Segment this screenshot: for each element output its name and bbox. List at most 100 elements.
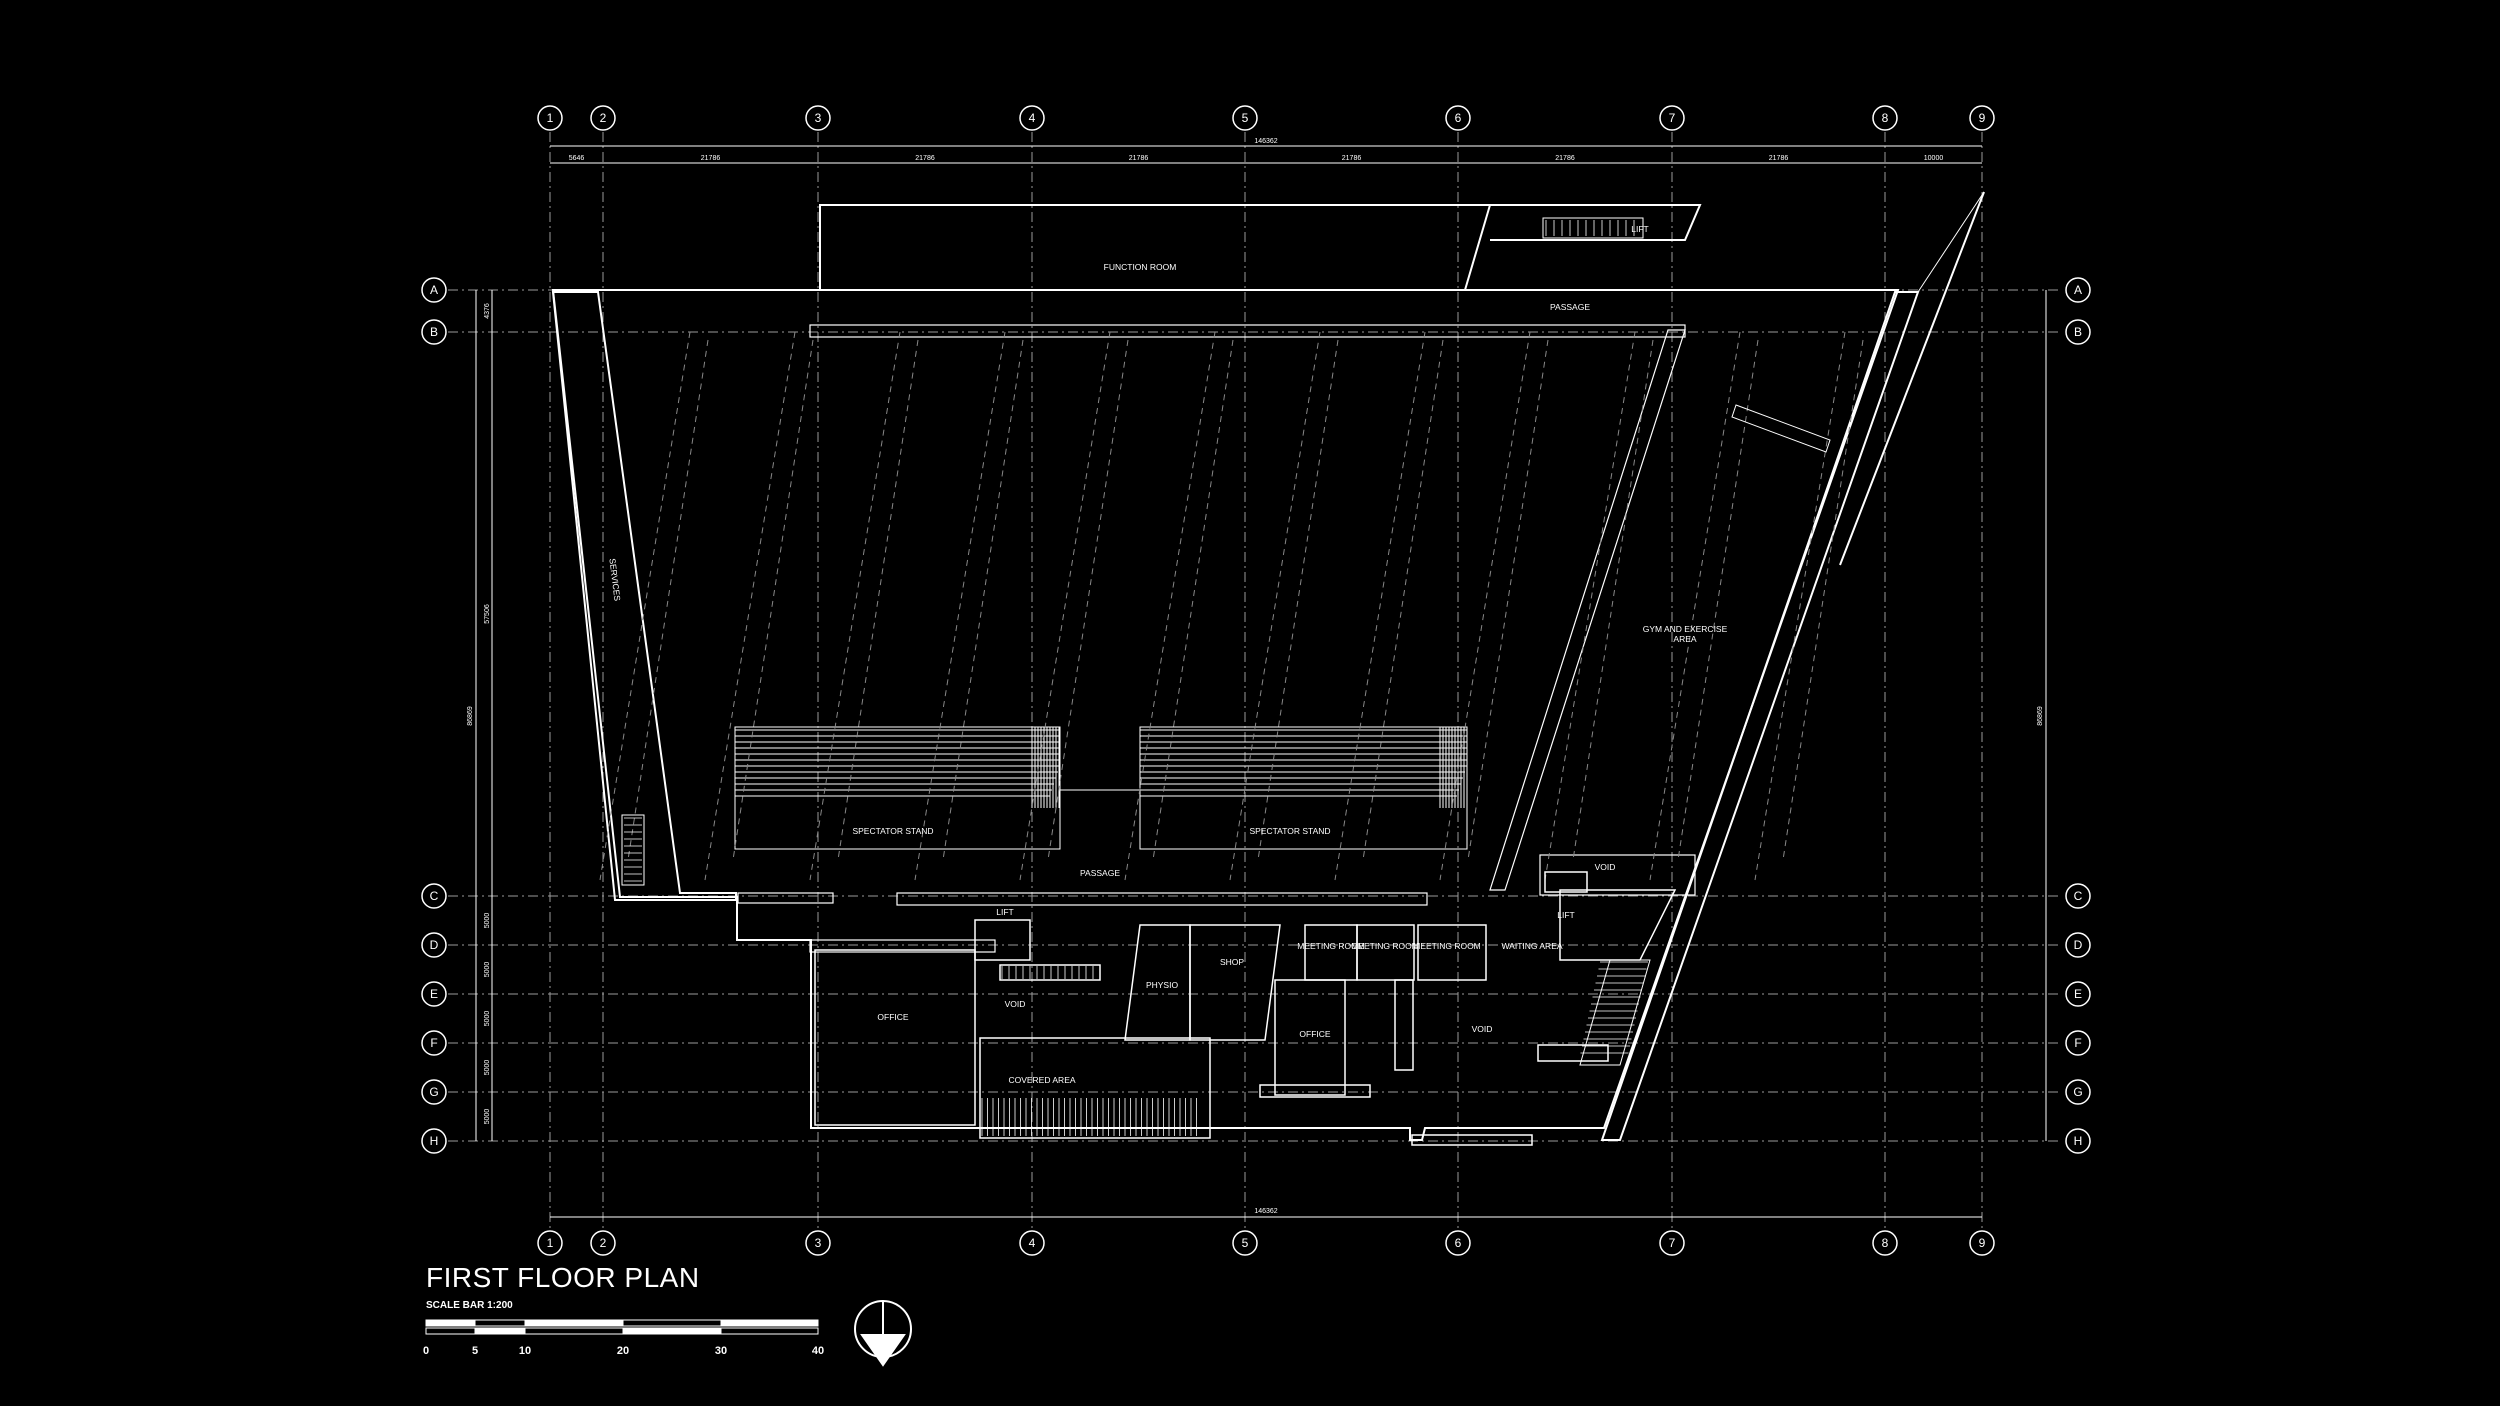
label-covered: COVERED AREA: [1008, 1075, 1075, 1085]
dim-col-spacing: 21786: [915, 155, 935, 162]
grid-bubble-row-C: [421, 883, 447, 909]
grid-label-col-9: 9: [1979, 1236, 1986, 1250]
spectator-stand-right: [1139, 726, 1468, 850]
grid-label-row-G: G: [429, 1085, 438, 1099]
grid-bubble-col-7: [1659, 1230, 1685, 1256]
scale-tick-label: 5: [472, 1345, 478, 1357]
grid-label-row-A: A: [430, 283, 438, 297]
label-lift-left: LIFT: [996, 907, 1013, 917]
truss-line: [914, 331, 1006, 881]
grid-label-col-9: 9: [1979, 111, 1986, 125]
truss-line: [704, 331, 796, 881]
grid-label-col-3: 3: [815, 1236, 822, 1250]
grid-label-row-B: B: [430, 325, 438, 339]
dim-overall-bottom: 146362: [1254, 1208, 1277, 1215]
label-lift-right: LIFT: [1557, 910, 1574, 920]
grid-label-row-D: D: [2074, 938, 2083, 952]
label-gym: GYM AND EXERCISE: [1643, 624, 1728, 634]
grid-bubble-row-B: [421, 319, 447, 345]
scale-segment-bottom: [622, 1327, 722, 1335]
scale-segment-bottom: [524, 1327, 624, 1335]
grid-bubble-row-E: [421, 981, 447, 1007]
grid-label-col-4: 4: [1029, 111, 1036, 125]
truss-line: [1754, 331, 1846, 881]
truss-line: [1544, 331, 1636, 881]
grid-bubble-col-6: [1445, 1230, 1471, 1256]
truss-line: [1362, 339, 1444, 861]
grid-label-row-G: G: [2073, 1085, 2082, 1099]
building-outline: [551, 191, 1985, 1141]
room-labels: FUNCTION ROOM PASSAGE LIFT SERVICES GYM …: [607, 224, 1727, 1085]
grid-label-row-E: E: [2074, 987, 2082, 1001]
north-arrow: [854, 1300, 912, 1367]
dim-row-spacing: 57506: [484, 604, 491, 624]
grid-bubble-row-F: [2065, 1030, 2091, 1056]
floor-slab-edges: [737, 324, 1696, 953]
plan-title: FIRST FLOOR PLAN: [426, 1262, 700, 1293]
grid-bubble-row-B: [2065, 319, 2091, 345]
grid-label-col-8: 8: [1882, 111, 1889, 125]
label-office-left: OFFICE: [877, 1012, 908, 1022]
label-void-left: VOID: [1005, 999, 1026, 1009]
grid-label-row-C: C: [2074, 889, 2083, 903]
grid-label-col-5: 5: [1242, 111, 1249, 125]
truss-line: [599, 331, 691, 881]
dim-row-spacing: 4376: [484, 303, 491, 319]
grid-label-col-5: 5: [1242, 1236, 1249, 1250]
grid-bubble-row-H: [2065, 1128, 2091, 1154]
scale-segment-top: [720, 1319, 819, 1327]
dim-row-spacing: 5000: [484, 962, 491, 978]
dim-col-spacing: 21786: [1769, 155, 1789, 162]
label-services: SERVICES: [607, 558, 622, 602]
grid-bubble-row-G: [2065, 1079, 2091, 1105]
title-block: FIRST FLOOR PLAN SCALE BAR 1:200: [426, 1262, 700, 1311]
dim-overall-right: 86869: [2037, 706, 2044, 726]
grid-bubble-row-H: [421, 1128, 447, 1154]
dim-row-spacing: 5000: [484, 1011, 491, 1027]
hatch-lines: [624, 220, 1648, 1054]
truss-line: [1467, 339, 1549, 861]
label-lift-top: LIFT: [1631, 224, 1648, 234]
grid-label-row-B: B: [2074, 325, 2082, 339]
grid-label-row-H: H: [2074, 1134, 2083, 1148]
dim-overall-left: 86869: [467, 706, 474, 726]
grid-bubble-col-5: [1232, 105, 1258, 131]
grid-label-col-1: 1: [547, 1236, 554, 1250]
scale-tick-label: 0: [423, 1345, 429, 1357]
label-gym-area: AREA: [1673, 634, 1696, 644]
grid-bubble-col-4: [1019, 105, 1045, 131]
scale-tick-label: 30: [715, 1345, 727, 1357]
scale-segment-top: [425, 1319, 476, 1327]
grid-bubble-row-A: [2065, 277, 2091, 303]
scale-segment-top: [474, 1319, 526, 1327]
grid-label-col-7: 7: [1669, 1236, 1676, 1250]
truss-line: [1439, 331, 1531, 881]
grid-label-col-6: 6: [1455, 111, 1462, 125]
truss-line: [1229, 331, 1321, 881]
grid-bubble-row-D: [421, 932, 447, 958]
truss-line: [942, 339, 1024, 861]
grid-bubble-row-G: [421, 1079, 447, 1105]
label-shop: SHOP: [1220, 957, 1244, 967]
grid-bubble-col-9: [1969, 1230, 1995, 1256]
grid-lines: [448, 132, 2062, 1228]
grid-label-col-2: 2: [600, 111, 607, 125]
grid-label-row-E: E: [430, 987, 438, 1001]
label-office-mid: OFFICE: [1299, 1029, 1330, 1039]
dim-col-spacing: 10000: [1924, 155, 1944, 162]
label-meeting-3: MEETING ROOM: [1413, 941, 1481, 951]
grid-bubble-col-2: [590, 1230, 616, 1256]
dim-col-spacing: 5646: [569, 155, 585, 162]
scale-segment-bottom: [474, 1327, 526, 1335]
spectator-stand-left: [734, 726, 1061, 850]
label-function-room: FUNCTION ROOM: [1104, 262, 1177, 272]
grid-label-col-2: 2: [600, 1236, 607, 1250]
label-waiting: WAITING AREA: [1501, 941, 1562, 951]
grid-bubble-col-8: [1872, 1230, 1898, 1256]
label-physio: PHYSIO: [1146, 980, 1179, 990]
dim-col-spacing: 21786: [1129, 155, 1149, 162]
scale-segment-top: [622, 1319, 722, 1327]
dim-col-spacing: 21786: [1342, 155, 1362, 162]
